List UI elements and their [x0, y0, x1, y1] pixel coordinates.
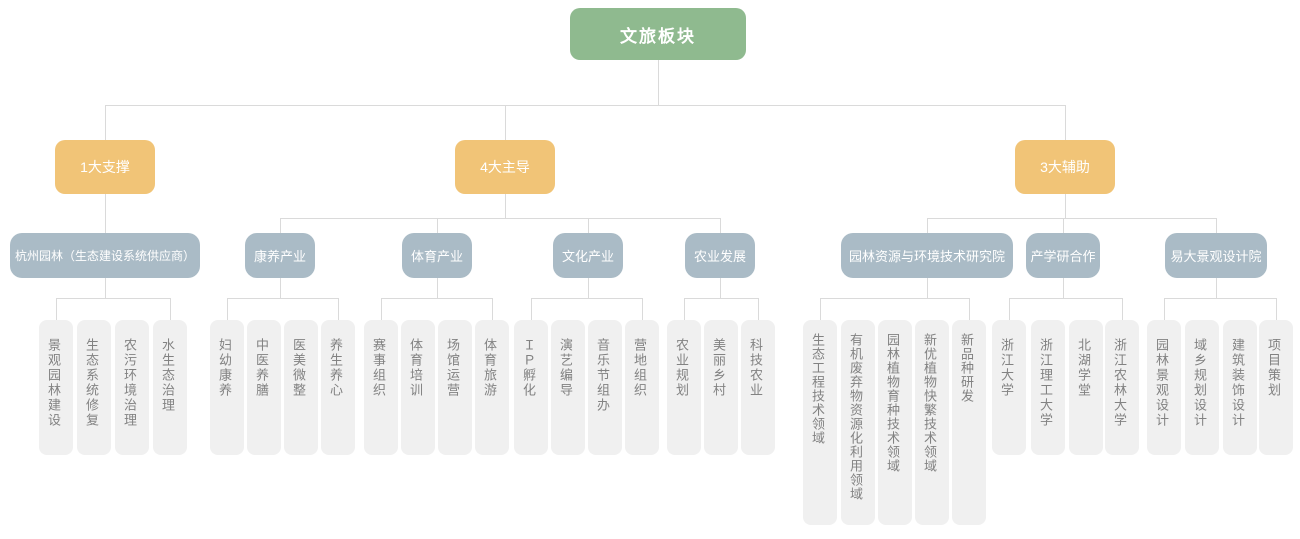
connector-line [531, 298, 532, 320]
leaf-node: 体育旅游 [475, 320, 509, 455]
leaf-node: 建筑装饰设计 [1223, 320, 1257, 455]
connector-line [381, 298, 382, 320]
connector-line [505, 194, 506, 218]
node-culture-tourism-sector: 文旅板块 [570, 8, 746, 60]
leaf-node: 医美微整 [284, 320, 318, 455]
connector-line [658, 60, 659, 105]
connector-line [280, 278, 281, 298]
leaf-node: 浙江农林大学 [1105, 320, 1139, 455]
leaf-node: 北湖学堂 [1069, 320, 1103, 455]
leaf-node: 新品种研发 [952, 320, 986, 525]
leaf-node: 营地组织 [625, 320, 659, 455]
connector-line [492, 298, 493, 320]
leaf-node: 园林植物育种技术领域 [878, 320, 912, 525]
connector-line [1122, 298, 1123, 320]
node-3-auxiliary: 3大辅助 [1015, 140, 1115, 194]
leaf-node: 生态工程技术领域 [803, 320, 837, 525]
node-industry-academia-cooperation: 产学研合作 [1026, 233, 1100, 278]
leaf-node: 生态系统修复 [77, 320, 111, 455]
leaf-node: 有机废弃物资源化利用领域 [841, 320, 875, 525]
connector-line [588, 278, 589, 298]
connector-line [1009, 298, 1010, 320]
connector-line [1065, 105, 1066, 140]
leaf-node: 妇幼康养 [210, 320, 244, 455]
connector-line [105, 105, 1065, 106]
connector-line [1065, 194, 1066, 218]
connector-line [280, 218, 281, 233]
connector-line [105, 278, 106, 298]
node-yida-landscape-design-institute: 易大景观设计院 [1165, 233, 1267, 278]
connector-line [1164, 298, 1276, 299]
connector-line [338, 298, 339, 320]
node-sports-industry: 体育产业 [402, 233, 472, 278]
node-1-support: 1大支撑 [55, 140, 155, 194]
leaf-node: 农业规划 [667, 320, 701, 455]
connector-line [505, 105, 506, 140]
leaf-node: 美丽乡村 [704, 320, 738, 455]
connector-line [720, 278, 721, 298]
connector-line [227, 298, 338, 299]
leaf-node: 演艺编导 [551, 320, 585, 455]
connector-line [105, 194, 106, 233]
connector-line [820, 298, 969, 299]
leaf-node: 场馆运营 [438, 320, 472, 455]
leaf-node: 体育培训 [401, 320, 435, 455]
connector-line [531, 298, 642, 299]
connector-line [170, 298, 171, 320]
leaf-node: 水生态治理 [153, 320, 187, 455]
connector-line [437, 218, 438, 233]
connector-line [1063, 218, 1064, 233]
leaf-node: 音乐节组办 [588, 320, 622, 455]
leaf-node: 域乡规划设计 [1185, 320, 1219, 455]
connector-line [1216, 278, 1217, 298]
node-health-industry: 康养产业 [245, 233, 315, 278]
connector-line [437, 278, 438, 298]
connector-line [381, 298, 492, 299]
node-culture-industry: 文化产业 [553, 233, 623, 278]
connector-line [1063, 278, 1064, 298]
connector-line [1009, 298, 1122, 299]
connector-line [684, 298, 685, 320]
leaf-node: 中医养膳 [247, 320, 281, 455]
connector-line [758, 298, 759, 320]
connector-line [1164, 298, 1165, 320]
connector-line [969, 298, 970, 320]
connector-line [227, 298, 228, 320]
connector-line [56, 298, 57, 320]
connector-line [280, 218, 720, 219]
leaf-node: 赛事组织 [364, 320, 398, 455]
leaf-node: 景观园林建设 [39, 320, 73, 455]
connector-line [820, 298, 821, 320]
connector-line [927, 218, 928, 233]
connector-line [56, 298, 170, 299]
leaf-node: 园林景观设计 [1147, 320, 1181, 455]
connector-line [588, 218, 589, 233]
leaf-node: ＩＰ孵化 [514, 320, 548, 455]
connector-line [642, 298, 643, 320]
connector-line [1216, 218, 1217, 233]
connector-line [927, 218, 1216, 219]
connector-line [720, 218, 721, 233]
leaf-node: 新优植物快繁技术领域 [915, 320, 949, 525]
connector-line [1276, 298, 1277, 320]
connector-line [684, 298, 758, 299]
leaf-node: 科技农业 [741, 320, 775, 455]
leaf-node: 农污环境治理 [115, 320, 149, 455]
node-4-leading: 4大主导 [455, 140, 555, 194]
leaf-node: 养生养心 [321, 320, 355, 455]
connector-line [105, 105, 106, 140]
leaf-node: 浙江大学 [992, 320, 1026, 455]
leaf-node: 项目策划 [1259, 320, 1293, 455]
node-hangzhou-garden: 杭州园林（生态建设系统供应商） [10, 233, 200, 278]
leaf-node: 浙江理工大学 [1031, 320, 1065, 455]
node-agriculture-development: 农业发展 [685, 233, 755, 278]
node-garden-research-institute: 园林资源与环境技术研究院 [841, 233, 1013, 278]
connector-line [927, 278, 928, 298]
